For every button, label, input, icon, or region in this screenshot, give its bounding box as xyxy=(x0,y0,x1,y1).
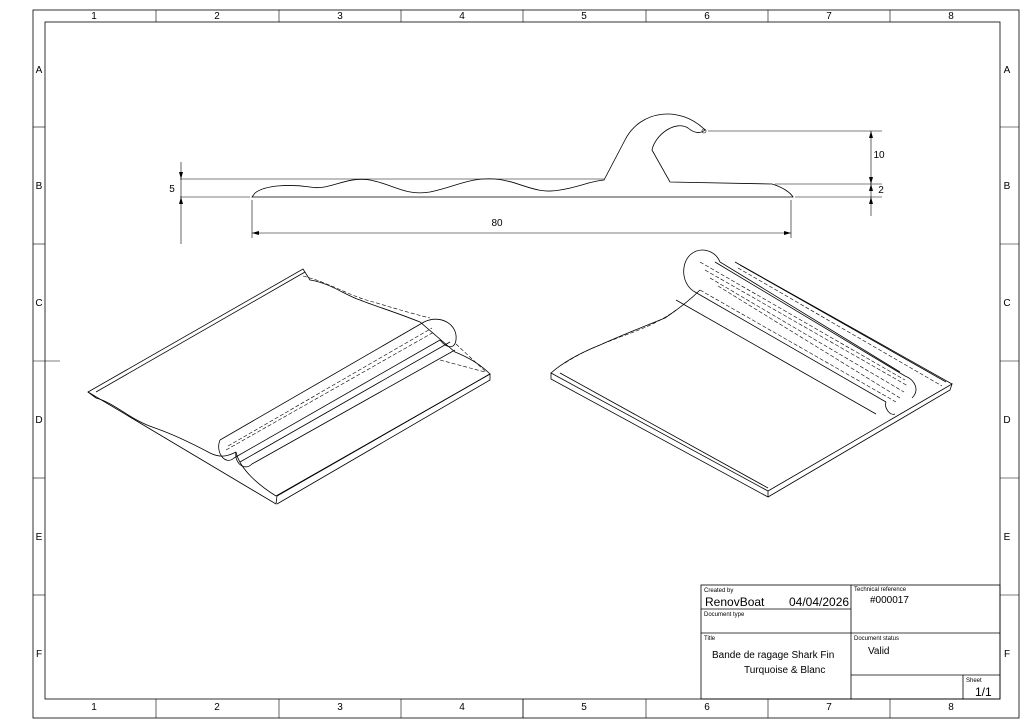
zone-col-2-bottom: 2 xyxy=(214,702,220,713)
title-block xyxy=(700,584,1001,700)
zone-row-a-right: A xyxy=(1004,65,1011,76)
zone-col-6-top: 6 xyxy=(704,11,710,22)
zone-col-4-bottom: 4 xyxy=(459,702,465,713)
zone-row-d-right: D xyxy=(1003,415,1010,426)
created-by-value: RenovBoat xyxy=(705,595,765,609)
technical-reference-label: Technical reference xyxy=(854,587,907,593)
zone-col-7-bottom: 7 xyxy=(826,702,832,713)
title-line-1: Bande de ragage Shark Fin xyxy=(712,650,834,661)
dim-thickness: 5 xyxy=(169,184,175,195)
zone-row-c-left: C xyxy=(35,298,42,309)
zone-col-3-top: 3 xyxy=(337,11,343,22)
created-date: 04/04/2026 xyxy=(789,595,849,609)
zone-col-5-bottom: 5 xyxy=(581,702,587,713)
title-line-2: Turquoise & Blanc xyxy=(744,665,825,676)
zone-col-1-bottom: 1 xyxy=(91,702,97,713)
zone-col-1-top: 1 xyxy=(91,11,97,22)
dim-width: 80 xyxy=(491,218,503,229)
created-by-label: Created by xyxy=(704,588,733,594)
sheet-value: 1/1 xyxy=(975,685,992,699)
zone-row-d-left: D xyxy=(35,415,42,426)
isometric-view-left xyxy=(87,268,491,505)
zone-row-f-right: F xyxy=(1004,649,1010,660)
zone-col-7-top: 7 xyxy=(826,11,832,22)
zone-row-a-left: A xyxy=(36,65,43,76)
zone-col-4-top: 4 xyxy=(459,11,465,22)
technical-reference-value: #000017 xyxy=(870,595,909,606)
zone-row-e-left: E xyxy=(36,532,43,543)
inner-frame xyxy=(44,21,1001,700)
zone-col-3-bottom: 3 xyxy=(337,702,343,713)
hook-tip xyxy=(701,128,707,134)
dim-hook-height: 10 xyxy=(873,150,885,161)
zone-row-f-left: F xyxy=(36,649,42,660)
document-type-label: Document type xyxy=(704,612,745,618)
title-label: Title xyxy=(704,636,716,642)
zone-row-c-right: C xyxy=(1003,298,1010,309)
zone-col-8-bottom: 8 xyxy=(948,702,954,713)
zone-row-b-right: B xyxy=(1004,181,1011,192)
outer-border xyxy=(32,9,1020,719)
zone-row-e-right: E xyxy=(1004,532,1011,543)
sheet-label: Sheet xyxy=(966,678,982,684)
zone-col-8-top: 8 xyxy=(948,11,954,22)
zone-row-b-left: B xyxy=(36,181,43,192)
document-status-value: Valid xyxy=(868,646,890,657)
profile-view: 5 80 10 2 xyxy=(169,113,885,244)
document-status-label: Document status xyxy=(854,636,899,642)
isometric-view-right xyxy=(550,249,953,498)
dim-lip: 2 xyxy=(878,185,884,196)
zone-col-6-bottom: 6 xyxy=(704,702,710,713)
zone-col-2-top: 2 xyxy=(214,11,220,22)
profile-outline xyxy=(251,113,794,198)
zone-ticks xyxy=(33,10,1019,718)
zone-col-5-top: 5 xyxy=(581,11,587,22)
